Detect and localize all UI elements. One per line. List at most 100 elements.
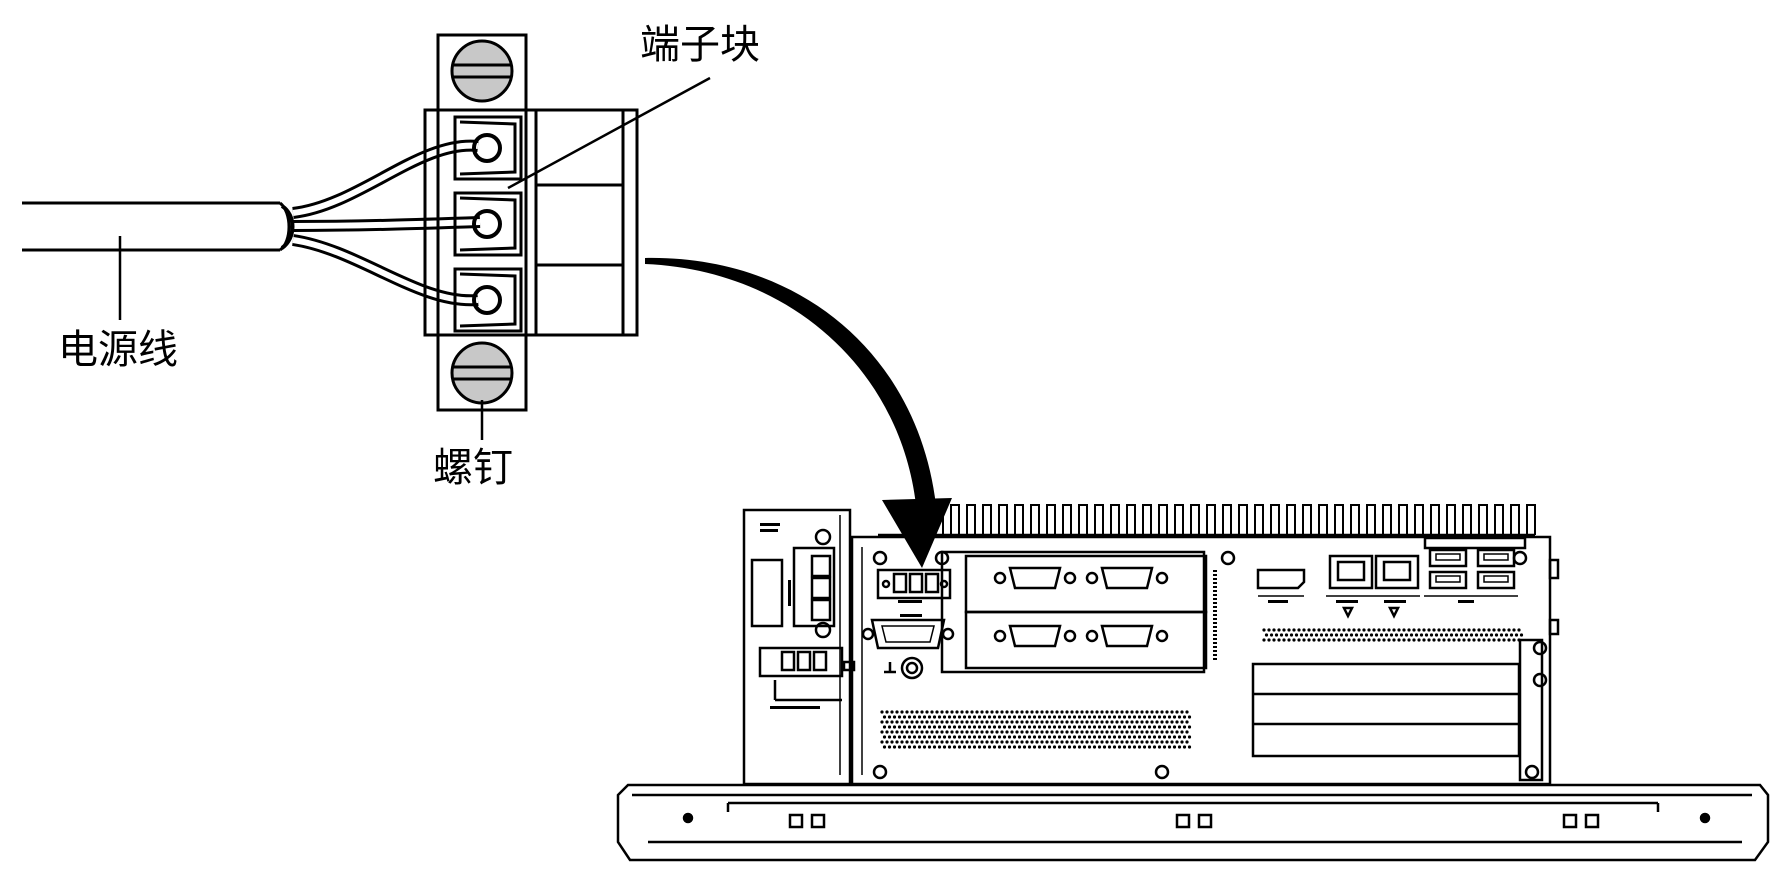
heat-sink-fin [1526, 504, 1536, 535]
vent-hole [985, 730, 989, 734]
vent-hole [1152, 715, 1157, 719]
vent-hole [922, 745, 927, 749]
vent-hole [1060, 710, 1064, 714]
vent-hole [1077, 735, 1082, 739]
vent-hole [1165, 720, 1169, 724]
vent-hole [1042, 735, 1047, 739]
vent-hole [912, 725, 917, 729]
vent-hole [1110, 710, 1114, 714]
vent-hole [1107, 745, 1112, 749]
vent-hole [1112, 745, 1117, 749]
vent-hole [1057, 735, 1062, 739]
vent-hole [927, 735, 932, 739]
vent-hole [1187, 715, 1192, 719]
vent-hole [1115, 740, 1119, 744]
heat-sink-fin [1062, 504, 1072, 535]
vent-hole [1472, 628, 1476, 632]
vent-hole [1442, 638, 1446, 642]
vent-hole [1047, 725, 1052, 729]
vent-hole [1125, 720, 1129, 724]
vent-hole [997, 745, 1002, 749]
vent-hole [1015, 730, 1019, 734]
vent-hole [967, 745, 972, 749]
heat-sink-fin [1414, 504, 1424, 535]
vent-hole [1145, 720, 1149, 724]
vent-hole [1115, 730, 1119, 734]
vent-hole [900, 710, 904, 714]
vent-hole [1145, 730, 1149, 734]
vent-hole [930, 720, 934, 724]
vent-hole [1412, 638, 1416, 642]
vent-hole [1297, 638, 1301, 642]
vent-hole [1105, 730, 1109, 734]
vent-hole [950, 720, 954, 724]
vent-hole [1422, 628, 1426, 632]
bezel-slot-pair [788, 813, 826, 829]
vent-hole [962, 735, 967, 739]
vent-hole [1020, 740, 1024, 744]
vent-hole [987, 745, 992, 749]
vent-hole [1322, 628, 1326, 632]
vent-hole [1090, 720, 1094, 724]
vent-hole [942, 735, 947, 739]
vent-hole [1102, 715, 1107, 719]
vent-hole [975, 730, 979, 734]
vent-hole [1512, 628, 1516, 632]
vent-hole [1319, 633, 1324, 637]
vent-hole [942, 715, 947, 719]
vent-hole [1092, 725, 1097, 729]
vent-hole [1157, 735, 1162, 739]
vent-hole [897, 745, 902, 749]
vent-hole [1162, 735, 1167, 739]
vent-hole [1067, 715, 1072, 719]
vent-hole [902, 715, 907, 719]
vent-hole [922, 725, 927, 729]
vent-hole [890, 740, 894, 744]
vent-hole [1434, 633, 1439, 637]
vent-hole [1272, 638, 1276, 642]
vent-hole [1377, 628, 1381, 632]
vent-hole [1105, 740, 1109, 744]
vent-hole [1055, 720, 1059, 724]
vent-hole [1327, 628, 1331, 632]
vent-hole [1052, 735, 1057, 739]
heat-sink-fin [1206, 504, 1216, 535]
vent-hole [1082, 715, 1087, 719]
vent-hole [1062, 735, 1067, 739]
vent-hole [1452, 628, 1456, 632]
vent-hole [895, 710, 899, 714]
vent-hole [952, 715, 957, 719]
vent-hole [892, 725, 897, 729]
vent-hole [1172, 715, 1177, 719]
vent-hole [1377, 638, 1381, 642]
dc-input-socket [876, 568, 952, 600]
vent-hole [1135, 740, 1139, 744]
vent-hole [935, 730, 939, 734]
vent-hole [1100, 720, 1104, 724]
vent-hole [1175, 740, 1179, 744]
vent-hole [1137, 735, 1142, 739]
vent-hole [1072, 745, 1077, 749]
vent-hole [1155, 710, 1159, 714]
vent-hole [1332, 638, 1336, 642]
vent-hole [990, 740, 994, 744]
vent-hole [1055, 710, 1059, 714]
vent-hole [912, 745, 917, 749]
vent-hole [1432, 628, 1436, 632]
vent-hole [950, 730, 954, 734]
vent-hole [1135, 710, 1139, 714]
vent-hole [995, 710, 999, 714]
vent-hole [910, 740, 914, 744]
vent-hole [1080, 740, 1084, 744]
vent-hole [995, 720, 999, 724]
vent-hole [922, 715, 927, 719]
heat-sink-fin [1334, 504, 1344, 535]
vent-hole [1472, 638, 1476, 642]
vent-hole [1277, 628, 1281, 632]
heat-sink-fin [934, 504, 944, 535]
vent-hole [1267, 628, 1271, 632]
vent-hole [1517, 628, 1521, 632]
vent-hole [1132, 745, 1137, 749]
vent-hole [1180, 710, 1184, 714]
vent-hole [1042, 745, 1047, 749]
